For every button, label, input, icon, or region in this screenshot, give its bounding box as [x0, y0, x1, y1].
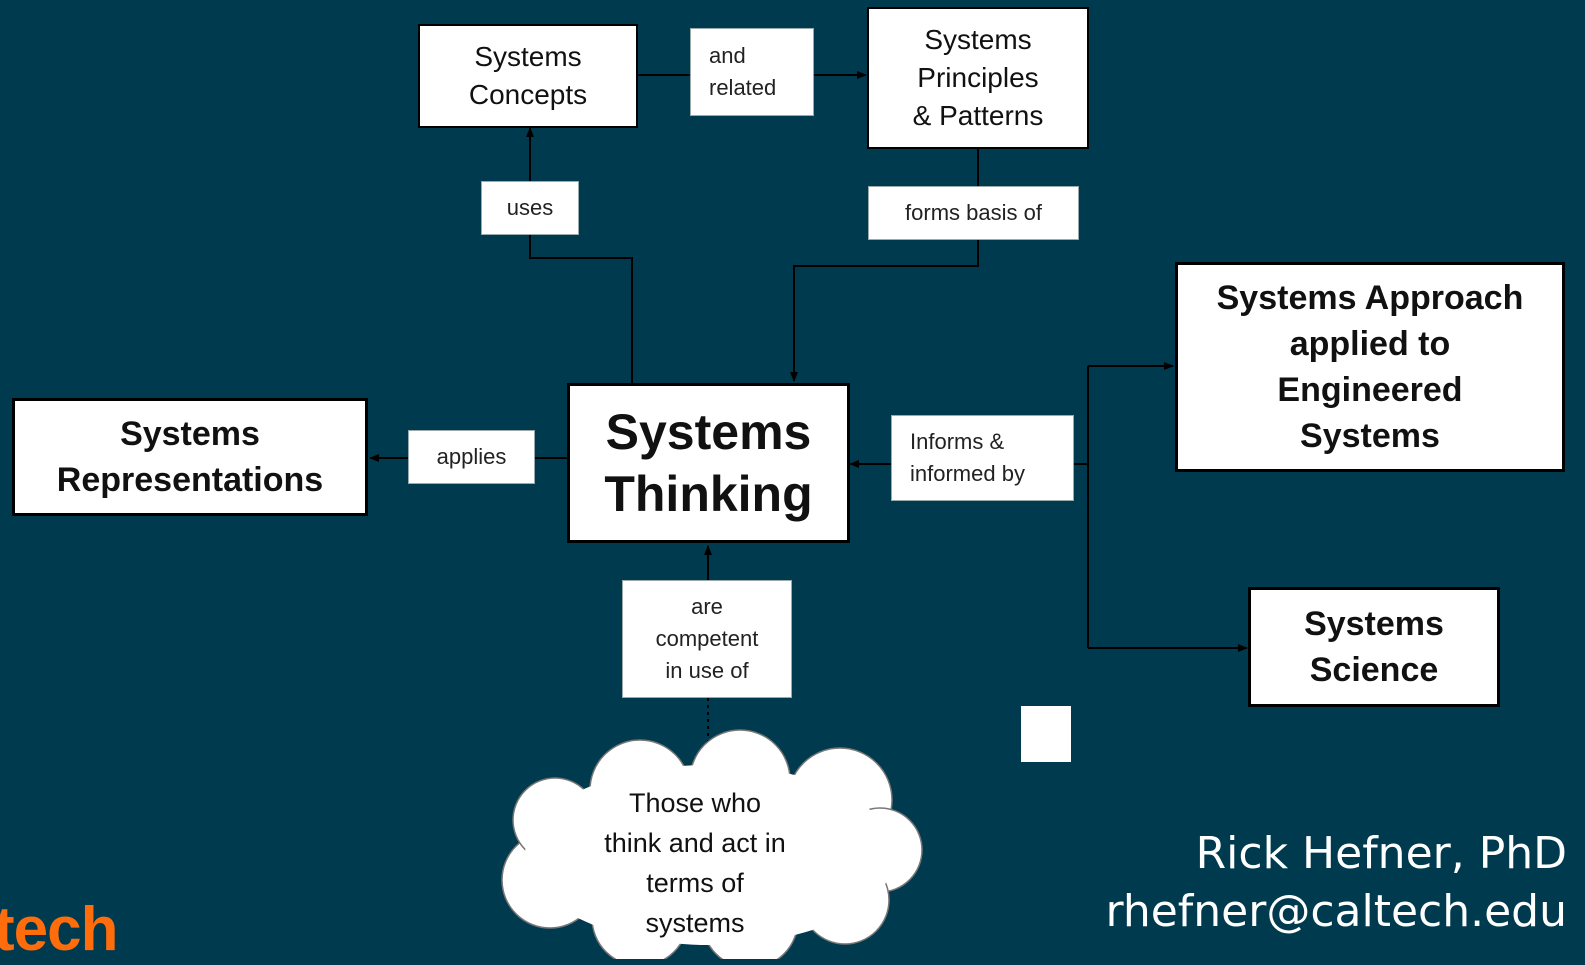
- label-informs: Informs & informed by: [891, 415, 1074, 501]
- node-principles-patterns: Systems Principles & Patterns: [867, 7, 1089, 149]
- label-competent: are competent in use of: [622, 580, 792, 698]
- label-uses: uses: [481, 181, 579, 235]
- node-systems-thinking: Systems Thinking: [567, 383, 850, 543]
- edge-principles-thinking: [790, 148, 979, 382]
- author-name: Rick Hefner, PhD: [1195, 828, 1567, 879]
- label-forms-basis-of: forms basis of: [868, 186, 1079, 240]
- label-applies: applies: [408, 430, 535, 484]
- author-email: rhefner@caltech.edu: [1105, 886, 1567, 937]
- white-square: [1021, 706, 1071, 762]
- cloud-text: Those who think and act in terms of syst…: [604, 788, 786, 938]
- node-systems-science: Systems Science: [1248, 587, 1500, 707]
- node-systems-representations: Systems Representations: [12, 398, 368, 516]
- caltech-logo: tech: [0, 895, 118, 964]
- node-systems-concepts: Systems Concepts: [418, 24, 638, 128]
- node-systems-approach: Systems Approach applied to Engineered S…: [1175, 262, 1565, 472]
- edge-thinking-concepts: [526, 127, 633, 383]
- label-and-related: and related: [690, 28, 814, 116]
